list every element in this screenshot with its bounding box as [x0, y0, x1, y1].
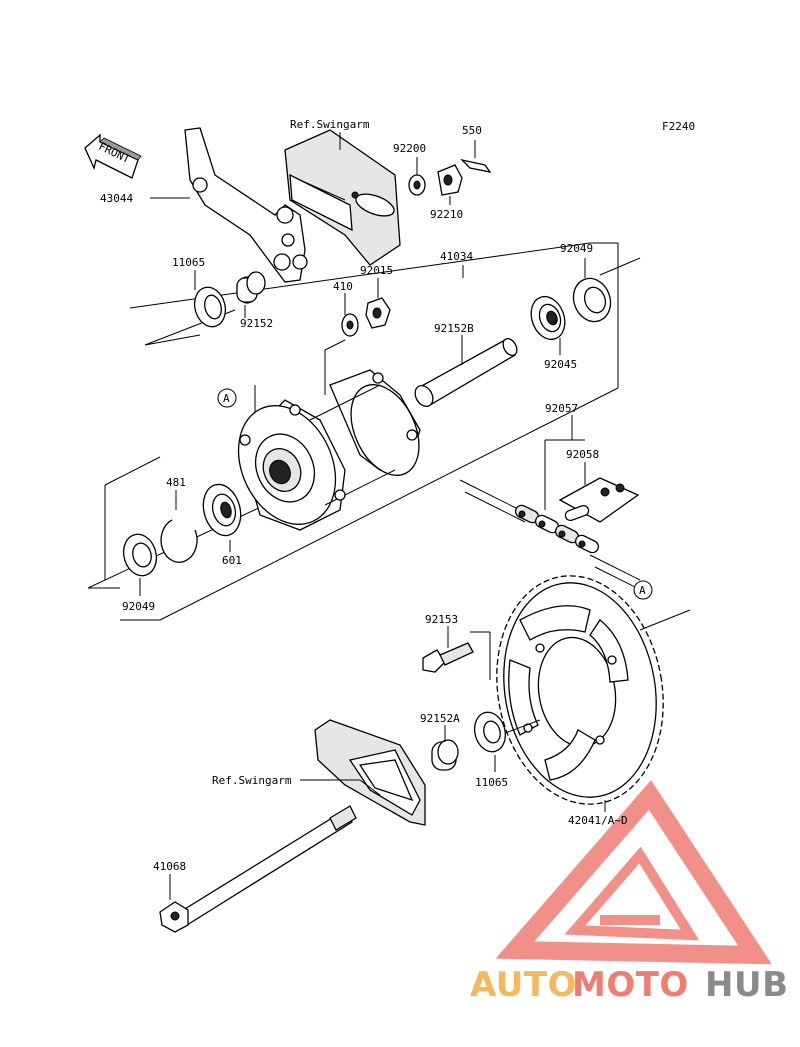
part-92058-master-link: [558, 462, 640, 523]
ref-marker-a-bottom-label: A: [639, 584, 646, 597]
label-92057: 92057: [545, 402, 578, 415]
part-92045-bearing: [530, 295, 566, 355]
label-92045: 92045: [544, 358, 577, 371]
ref-marker-a-top: A: [217, 388, 237, 408]
label-11065-top: 11065: [172, 256, 205, 269]
label-42041: 42041/A~D: [568, 814, 628, 827]
label-410: 410: [333, 280, 353, 293]
watermark-part-auto: AUTO: [470, 965, 577, 1005]
part-42041-rear-sprocket: [496, 575, 691, 812]
label-92049-top: 92049: [560, 242, 593, 255]
part-410-spacer: [341, 293, 359, 337]
label-ref-swingarm-bottom: Ref.Swingarm: [212, 774, 292, 787]
label-481: 481: [166, 476, 186, 489]
part-481-circlip: [160, 490, 198, 563]
label-92015: 92015: [360, 264, 393, 277]
watermark-wordmark: AUTO MOTO HUB: [470, 965, 788, 1005]
label-11065-bottom: 11065: [475, 776, 508, 789]
label-ref-swingarm-top: Ref.Swingarm: [290, 118, 370, 131]
label-43044: 43044: [100, 192, 133, 205]
part-11065-seal-bottom: [473, 711, 507, 772]
label-92152: 92152: [240, 317, 273, 330]
part-92015-nut: [365, 278, 391, 329]
label-92152A: 92152A: [420, 712, 460, 725]
part-41068-axle: [159, 805, 357, 933]
front-arrow-icon: FRONT: [84, 133, 142, 179]
swingarm-ref-bottom: [300, 719, 426, 826]
label-92200: 92200: [393, 142, 426, 155]
part-92057-chain: [459, 415, 646, 593]
label-92049-bottom: 92049: [122, 600, 155, 613]
label-92153: 92153: [425, 613, 458, 626]
swingarm-ref-top: [284, 129, 401, 266]
chain-links: [514, 504, 600, 554]
ref-marker-a-top-label: A: [223, 392, 230, 405]
part-11065-seal-top: [193, 270, 227, 328]
part-92210-castle-nut: [437, 164, 463, 205]
label-601: 601: [222, 554, 242, 567]
part-92152-collar: [236, 271, 266, 318]
label-41034: 41034: [440, 250, 473, 263]
part-550-cotter-pin: [459, 140, 492, 173]
part-92152B-sleeve: [414, 335, 518, 407]
ref-marker-a-bottom: A: [633, 580, 653, 600]
label-92210: 92210: [430, 208, 463, 221]
watermark-logo: [495, 780, 772, 965]
hub-assembly-outline: [87, 242, 641, 621]
part-92153-bolt: [422, 626, 491, 680]
part-92200-washer: [408, 157, 426, 196]
part-92152A-collar: [431, 725, 459, 771]
label-92152B: 92152B: [434, 322, 474, 335]
part-41034-wheel-hub: [237, 369, 421, 531]
part-43044-caliper-bracket: [150, 127, 308, 283]
part-92049-seal-bottom: [122, 533, 158, 596]
part-601-bearing: [202, 483, 242, 552]
diagram-code: F2240: [662, 120, 695, 133]
label-550: 550: [462, 124, 482, 137]
watermark-part-hub: HUB: [705, 965, 788, 1005]
part-92049-seal-top: [572, 258, 612, 323]
watermark-part-moto: MOTO: [572, 965, 689, 1005]
label-41068: 41068: [153, 860, 186, 873]
label-92058: 92058: [566, 448, 599, 461]
